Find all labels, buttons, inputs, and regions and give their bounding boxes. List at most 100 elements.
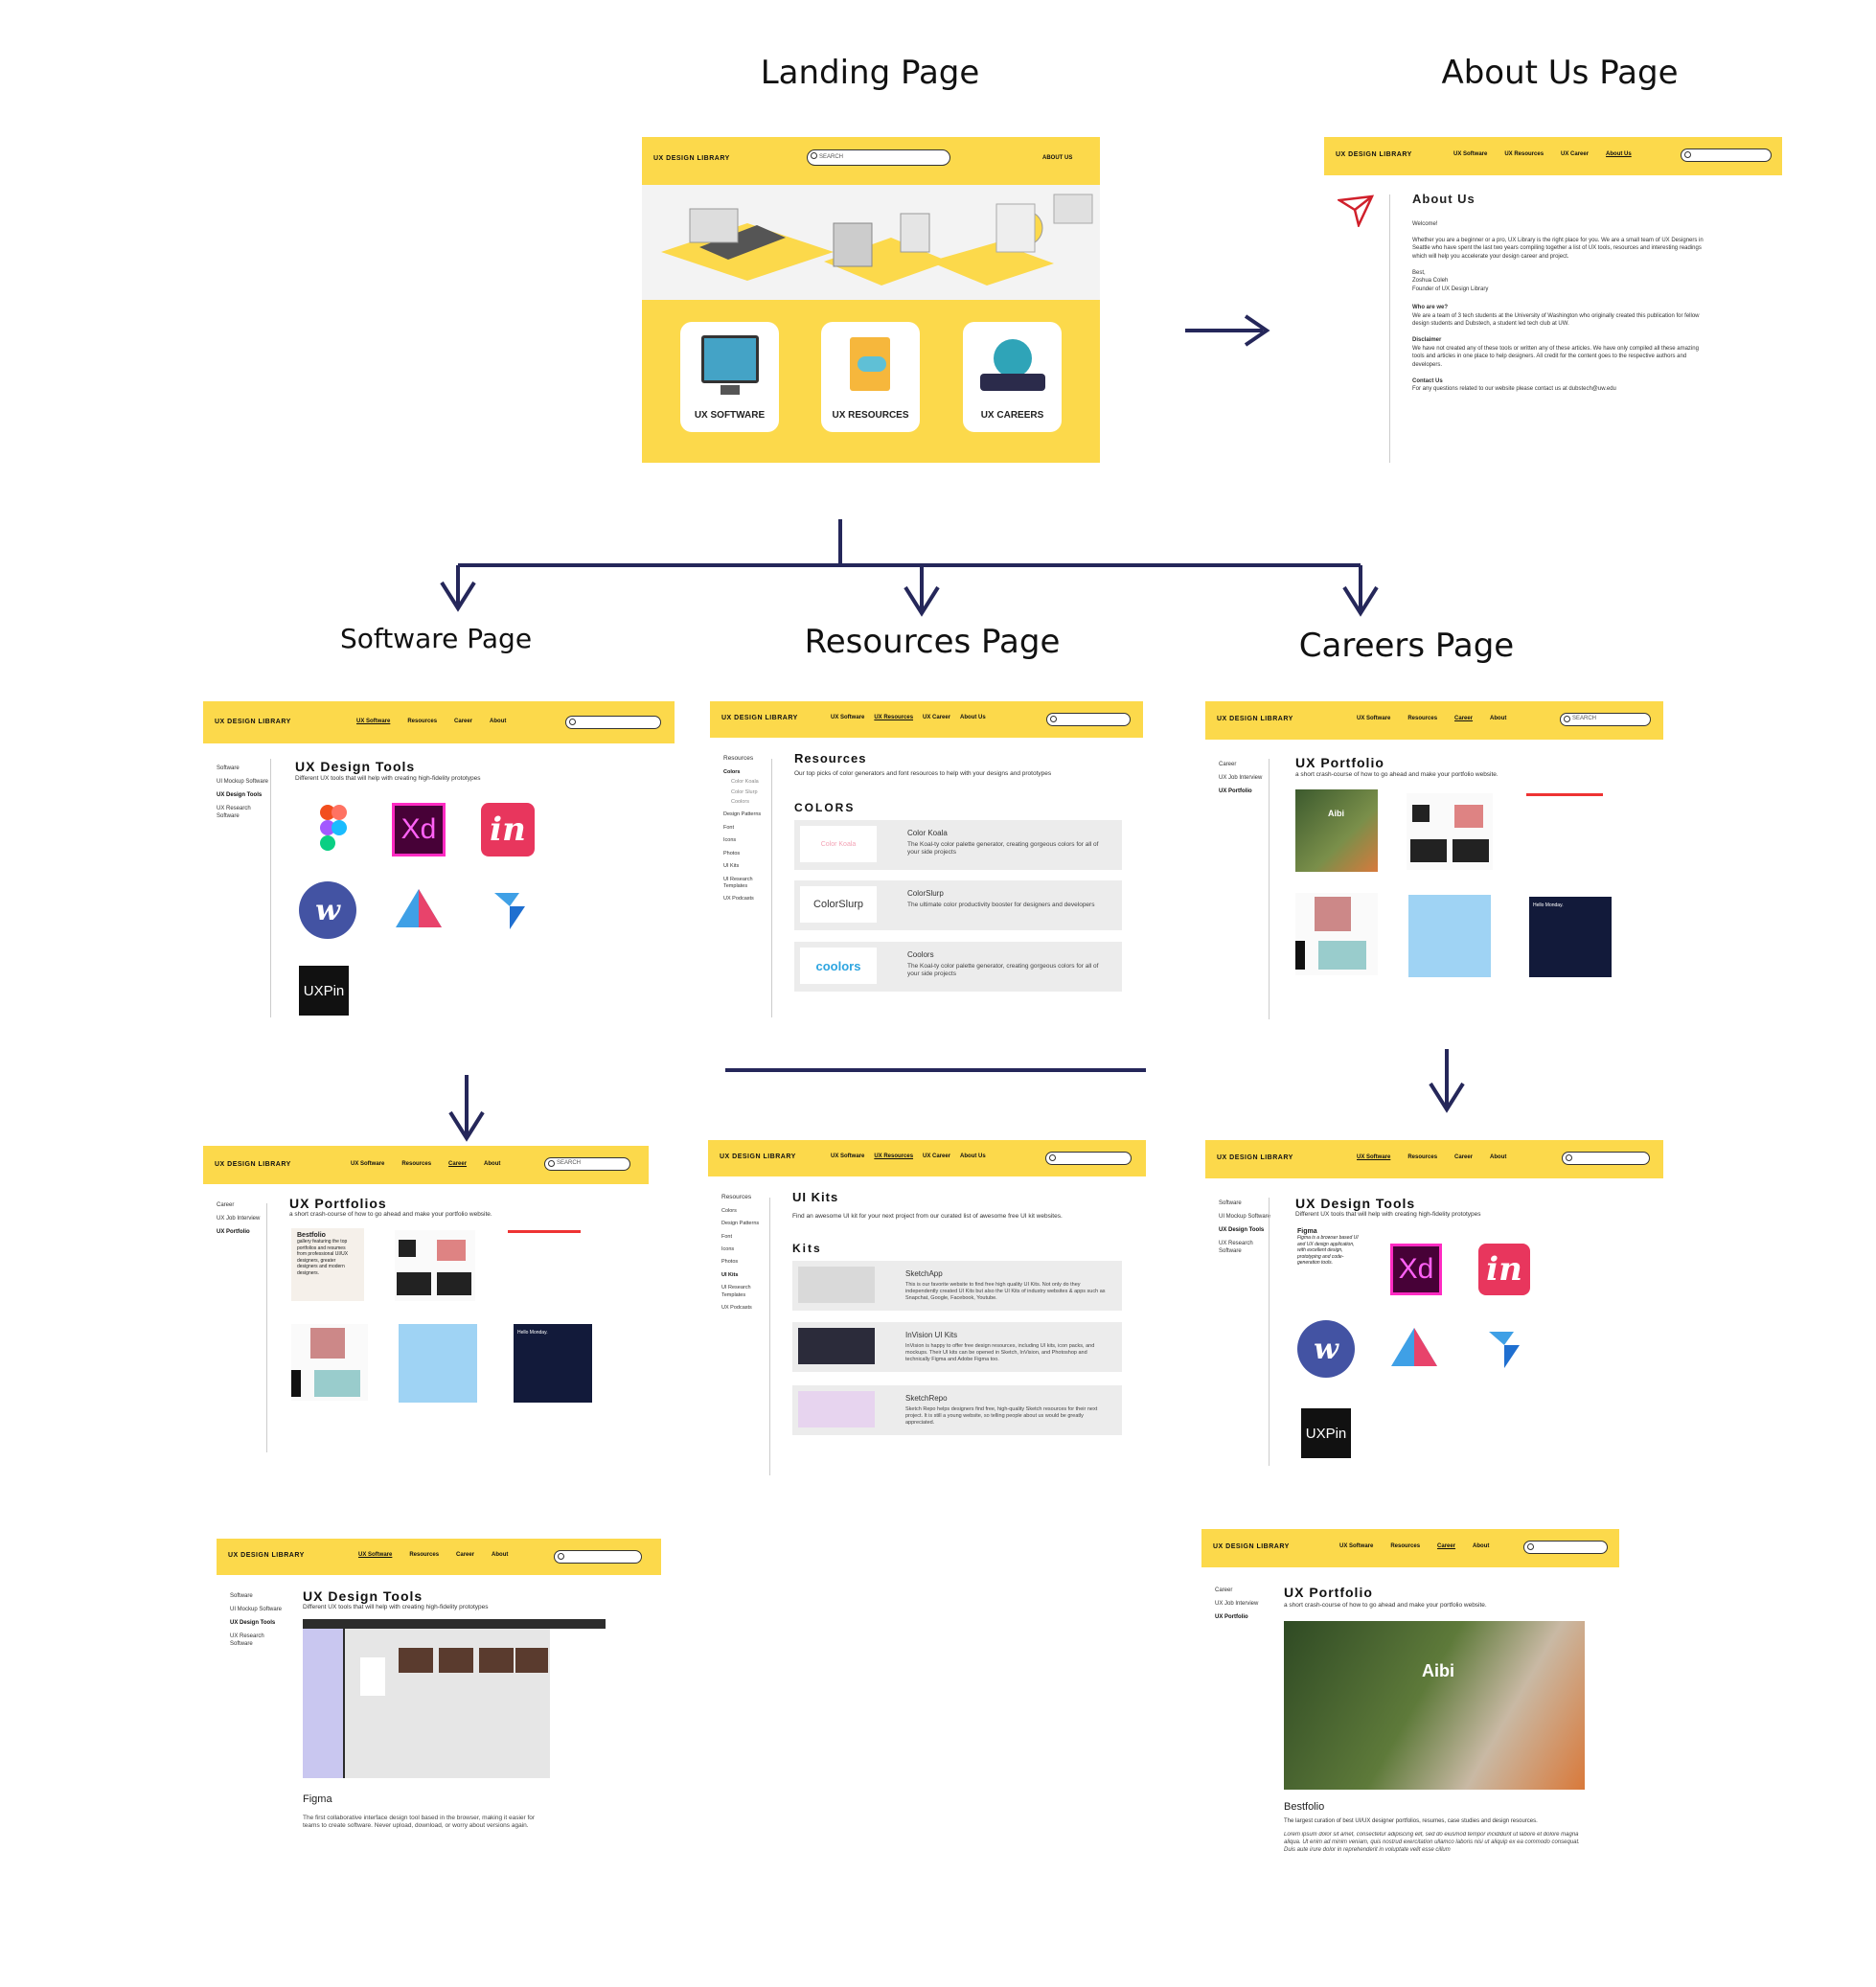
about-nav-software[interactable]: UX Software (1453, 151, 1488, 157)
dt-side-design-tools[interactable]: UX Design Tools (1219, 1227, 1265, 1234)
bd-nav-resources[interactable]: Resources (1390, 1543, 1421, 1549)
bd-side-interview[interactable]: UX Job Interview (1215, 1601, 1259, 1608)
res-nav-software[interactable]: UX Software (831, 715, 865, 720)
fd-nav-career[interactable]: Career (456, 1552, 475, 1558)
res-side-color-slurp[interactable]: Color Slurp (731, 788, 758, 795)
text-portfolio-thumbnail[interactable] (1526, 793, 1603, 870)
pf-nav-career[interactable]: Career (448, 1161, 468, 1167)
uk-nav-software[interactable]: UX Software (831, 1153, 865, 1159)
blue-portfolio-thumbnail[interactable] (399, 1324, 477, 1403)
dt-side-mockup[interactable]: UI Mockup Software (1219, 1214, 1271, 1221)
figma-icon[interactable] (307, 803, 360, 856)
software-nav-resources[interactable]: Resources (407, 719, 438, 724)
uk-side-photos[interactable]: Photos (721, 1259, 739, 1266)
portfolios-logo[interactable]: UX DESIGN LIBRARY (215, 1161, 291, 1168)
uikit-card[interactable]: InVision UI Kits InVision is happy to of… (792, 1322, 1122, 1372)
about-nav-resources[interactable]: UX Resources (1504, 151, 1544, 157)
portfolio-grid-thumbnail[interactable] (395, 1230, 475, 1301)
uk-side-templates[interactable]: UI Research Templates (721, 1285, 751, 1298)
software-nav-career[interactable]: Career (454, 719, 473, 724)
abstract-icon[interactable] (392, 883, 446, 937)
res-nav-career[interactable]: UX Career (923, 715, 951, 720)
figma-detail-search-input[interactable] (554, 1550, 642, 1564)
uikit-card[interactable]: SketchApp This is our favorite website t… (792, 1261, 1122, 1311)
uk-side-colors[interactable]: Colors (721, 1207, 737, 1214)
framer-icon[interactable] (481, 885, 535, 939)
uikits-logo[interactable]: UX DESIGN LIBRARY (720, 1153, 796, 1160)
webflow-icon[interactable]: w (1297, 1320, 1355, 1378)
resource-card[interactable]: ColorSlurp ColorSlurp The ultimate color… (794, 880, 1122, 930)
pf-nav-resources[interactable]: Resources (401, 1161, 432, 1167)
bd-nav-career[interactable]: Career (1437, 1543, 1456, 1549)
res-side-templates[interactable]: UI Research Templates (723, 876, 753, 889)
pf-nav-about[interactable]: About (484, 1161, 501, 1167)
designtools-logo[interactable]: UX DESIGN LIBRARY (1217, 1154, 1293, 1161)
software-logo[interactable]: UX DESIGN LIBRARY (215, 719, 291, 725)
res-side-coolors[interactable]: Coolors (731, 799, 749, 806)
resources-search-input[interactable] (1046, 713, 1131, 726)
portfolios-search-input[interactable]: SEARCH (544, 1157, 630, 1171)
resource-card[interactable]: Color Koala Color Koala The Koal-ty colo… (794, 820, 1122, 870)
resources-logo[interactable]: UX DESIGN LIBRARY (721, 715, 798, 721)
software-side-design-tools[interactable]: UX Design Tools (217, 792, 263, 799)
dt-nav-career[interactable]: Career (1454, 1154, 1474, 1160)
landing-card-resources[interactable]: UX RESOURCES (821, 322, 920, 432)
careers-search-input[interactable]: SEARCH (1560, 713, 1651, 726)
uk-nav-about[interactable]: About Us (960, 1153, 986, 1159)
software-nav-about[interactable]: About (490, 719, 507, 724)
careers-nav-resources[interactable]: Resources (1407, 716, 1438, 721)
about-search-input[interactable] (1681, 148, 1772, 162)
adobe-xd-icon[interactable]: Xd (1390, 1244, 1442, 1295)
dt-nav-about[interactable]: About (1490, 1154, 1507, 1160)
uxpin-icon[interactable]: UXPin (1301, 1408, 1351, 1458)
uk-nav-resources[interactable]: UX Resources (874, 1153, 914, 1159)
software-nav-software[interactable]: UX Software (356, 719, 391, 724)
res-side-colors[interactable]: Colors (723, 768, 741, 775)
figma-detail-logo[interactable]: UX DESIGN LIBRARY (228, 1552, 305, 1559)
uikit-card[interactable]: SketchRepo Sketch Repo helps designers f… (792, 1385, 1122, 1435)
pf-nav-software[interactable]: UX Software (351, 1161, 385, 1167)
text-portfolio-thumbnail[interactable] (508, 1230, 581, 1301)
res-side-font[interactable]: Font (723, 824, 735, 831)
uk-side-patterns[interactable]: Design Patterns (721, 1221, 760, 1227)
landing-card-careers[interactable]: UX CAREERS (963, 322, 1062, 432)
fd-nav-resources[interactable]: Resources (409, 1552, 440, 1558)
uk-side-uikits[interactable]: UI Kits (721, 1271, 739, 1278)
software-side-mockup[interactable]: UI Mockup Software (217, 779, 269, 786)
resource-card[interactable]: coolors Coolors The Koal-ty color palett… (794, 942, 1122, 992)
bestfolio-detail-search-input[interactable] (1523, 1541, 1608, 1554)
dt-nav-resources[interactable]: Resources (1407, 1154, 1438, 1160)
abstract-icon[interactable] (1387, 1322, 1441, 1376)
uk-side-podcasts[interactable]: UX Podcasts (721, 1305, 752, 1312)
software-side-research[interactable]: UX Research Software (217, 806, 251, 820)
bd-nav-software[interactable]: UX Software (1339, 1543, 1374, 1549)
careers-logo[interactable]: UX DESIGN LIBRARY (1217, 716, 1293, 722)
career-side-interview[interactable]: UX Job Interview (1219, 775, 1263, 782)
careers-nav-about[interactable]: About (1490, 716, 1507, 721)
phone-portfolio-thumbnail[interactable] (1295, 893, 1378, 975)
blue-portfolio-thumbnail[interactable] (1408, 895, 1491, 977)
res-nav-resources[interactable]: UX Resources (874, 715, 914, 720)
res-side-color-koala[interactable]: Color Koala (731, 779, 759, 786)
about-nav-career[interactable]: UX Career (1561, 151, 1590, 157)
about-logo[interactable]: UX DESIGN LIBRARY (1336, 151, 1412, 158)
uk-nav-career[interactable]: UX Career (923, 1153, 951, 1159)
invision-icon[interactable]: in (481, 803, 535, 856)
webflow-icon[interactable]: w (299, 881, 356, 939)
bestfolio-card[interactable]: Bestfolio gallery featuring the top port… (291, 1228, 364, 1301)
uk-side-icons[interactable]: Icons (721, 1246, 735, 1253)
bestfolio-detail-logo[interactable]: UX DESIGN LIBRARY (1213, 1543, 1290, 1550)
fd-nav-software[interactable]: UX Software (358, 1552, 393, 1558)
adobe-xd-icon[interactable]: Xd (392, 803, 446, 856)
res-side-icons[interactable]: Icons (723, 837, 737, 844)
invision-icon[interactable]: in (1478, 1244, 1530, 1295)
res-nav-about[interactable]: About Us (960, 715, 986, 720)
bd-nav-about[interactable]: About (1473, 1543, 1490, 1549)
fd-nav-about[interactable]: About (492, 1552, 509, 1558)
fd-side-design-tools[interactable]: UX Design Tools (230, 1620, 276, 1627)
fd-side-research[interactable]: UX Research Software (230, 1633, 264, 1648)
framer-icon[interactable] (1476, 1324, 1529, 1378)
aibi-thumbnail[interactable]: Aibi (1295, 789, 1378, 872)
portfolio-grid-thumbnail[interactable] (1407, 793, 1493, 870)
designtools-search-input[interactable] (1562, 1152, 1650, 1165)
